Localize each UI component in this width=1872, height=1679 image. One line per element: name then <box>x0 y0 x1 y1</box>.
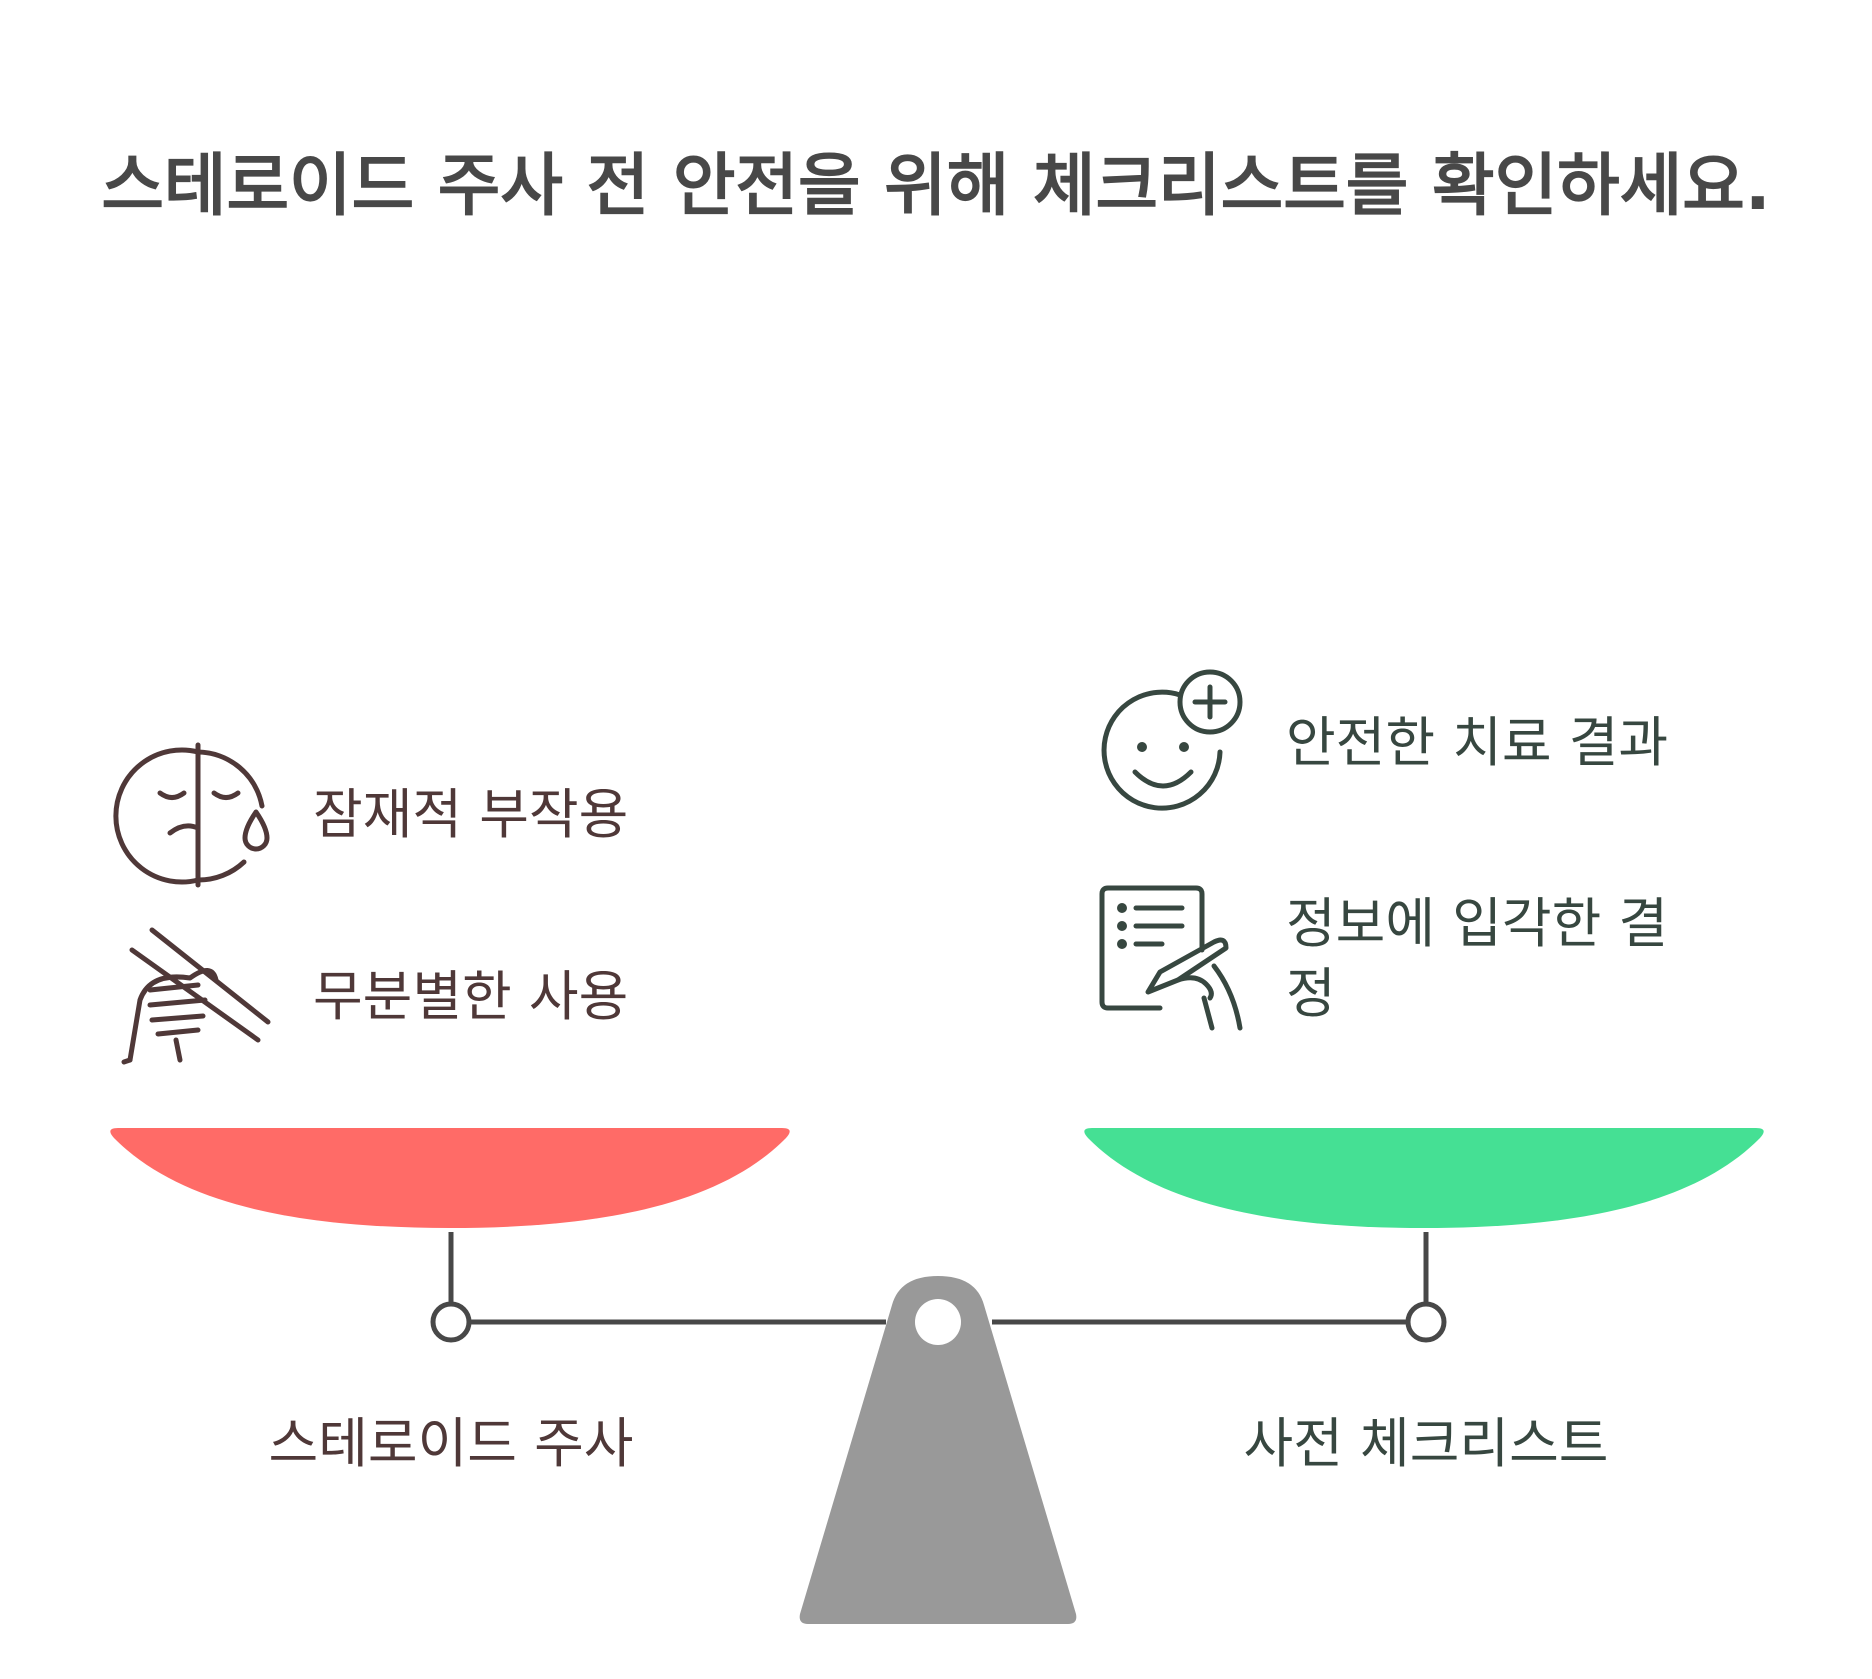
checklist-writing-icon <box>1099 885 1243 1031</box>
happy-face-plus-icon <box>1101 669 1243 811</box>
right-item-1-label: 안전한 치료 결과 <box>1286 711 1668 774</box>
fulcrum-pivot <box>915 1299 961 1345</box>
sad-face-icon <box>113 742 270 888</box>
right-joint <box>1405 1301 1447 1343</box>
hand-holding-needles-icon <box>121 927 271 1065</box>
page-title: 스테로이드 주사 전 안전을 위해 체크리스트를 확인하세요. <box>101 147 1771 226</box>
fulcrum <box>799 1276 1077 1624</box>
right-pan <box>1084 1128 1764 1228</box>
left-pan <box>110 1128 790 1228</box>
right-item-2-label-line2: 정 <box>1286 962 1336 1025</box>
left-pan-label: 스테로이드 주사 <box>269 1412 634 1475</box>
left-item-2-label: 무분별한 사용 <box>313 965 628 1028</box>
right-item-2-label-line1: 정보에 입각한 결 <box>1286 892 1668 955</box>
right-pan-label: 사전 체크리스트 <box>1244 1412 1609 1475</box>
left-joint <box>430 1301 472 1343</box>
left-item-1-label: 잠재적 부작용 <box>313 783 628 846</box>
